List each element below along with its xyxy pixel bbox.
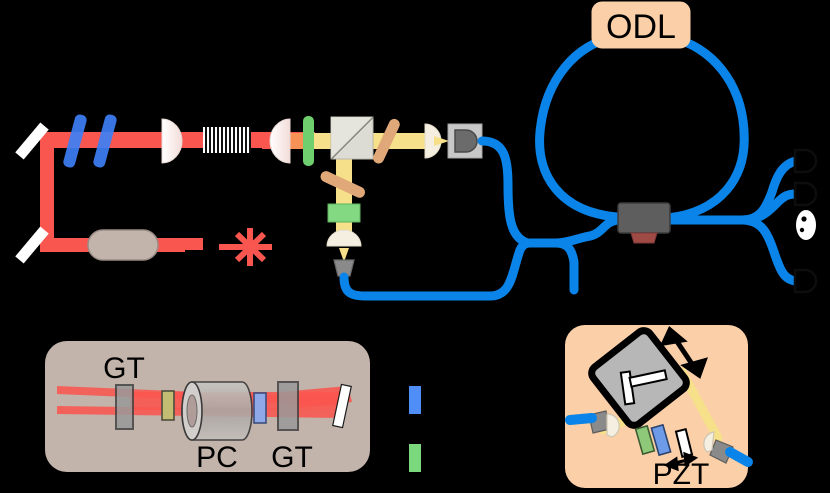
laser-oscillator [87, 229, 159, 261]
inset-label-gt-bottom: GT [271, 441, 313, 474]
inset-label-pc: PC [196, 441, 238, 474]
detector-3 [793, 268, 818, 294]
pzt-mirror-b [628, 369, 668, 388]
fiber-odl-loop-right [663, 33, 749, 223]
dichroic-plate-1 [63, 114, 87, 168]
coupling-lens-vertical [326, 229, 362, 262]
pzt-translation-arrow [659, 325, 708, 379]
inset-pockels-cell [181, 381, 253, 441]
turning-mirror-top-left [15, 122, 49, 160]
waveplate-vertical [320, 171, 366, 198]
pzt-collimator-right [703, 431, 753, 467]
legend-swatch-green [409, 444, 421, 472]
periodically-poled-crystal [203, 127, 251, 153]
lens-1 [161, 118, 183, 164]
waveplate-horizontal [373, 118, 400, 164]
legend-swatch-blue [409, 386, 421, 414]
inset-label-gt-top: GT [103, 352, 145, 385]
dichroic-plate-2 [93, 114, 117, 168]
beam-splitter-cube [330, 116, 374, 160]
inset-gt-polarizer-bottom [277, 381, 299, 431]
pzt-mirror-mount [588, 327, 690, 429]
detector-1 [793, 148, 818, 174]
fiber-odl-loop-left [535, 33, 622, 222]
fiber-to-detector-2 [737, 189, 801, 225]
fiber-network [339, 33, 801, 301]
fiber-from-horizontal-coupler [477, 136, 533, 248]
fiber-coupler-vertical [333, 259, 355, 277]
filter-green-vertical [327, 203, 361, 223]
pzt-filter-blue [650, 423, 672, 457]
inset-left-panel: GT PC GT [45, 341, 370, 474]
fiber-coupler-box [447, 123, 483, 159]
inset-end-mirror [332, 383, 352, 429]
inset-waveplate-blue [253, 392, 267, 424]
pump-beam-riser [40, 135, 54, 247]
pzt-collimator-left [565, 410, 620, 438]
pzt-small-arrow [663, 451, 699, 472]
turning-mirror-bottom-left [15, 226, 49, 264]
fiber-to-detector-3 [737, 215, 801, 286]
inset-waveplate-olive [161, 390, 175, 421]
inset-gt-polarizer-top [115, 384, 134, 430]
pzt-filter-green [634, 424, 656, 456]
detector-2 [793, 181, 818, 207]
bandpass-filter-green [303, 116, 314, 166]
odl-label-box: ODL [591, 1, 691, 49]
lens-2 [269, 118, 291, 164]
detector-ellipsis [796, 210, 816, 240]
pump-beam-bottom-stub [155, 238, 203, 250]
odl-coupler-module [617, 202, 671, 244]
laser-symbol [219, 228, 272, 266]
pzt-label-text: PZT [653, 458, 710, 491]
odl-label-text: ODL [606, 8, 676, 46]
coupling-lens-horizontal [424, 123, 449, 159]
inset-right-panel: PZT [565, 325, 753, 491]
